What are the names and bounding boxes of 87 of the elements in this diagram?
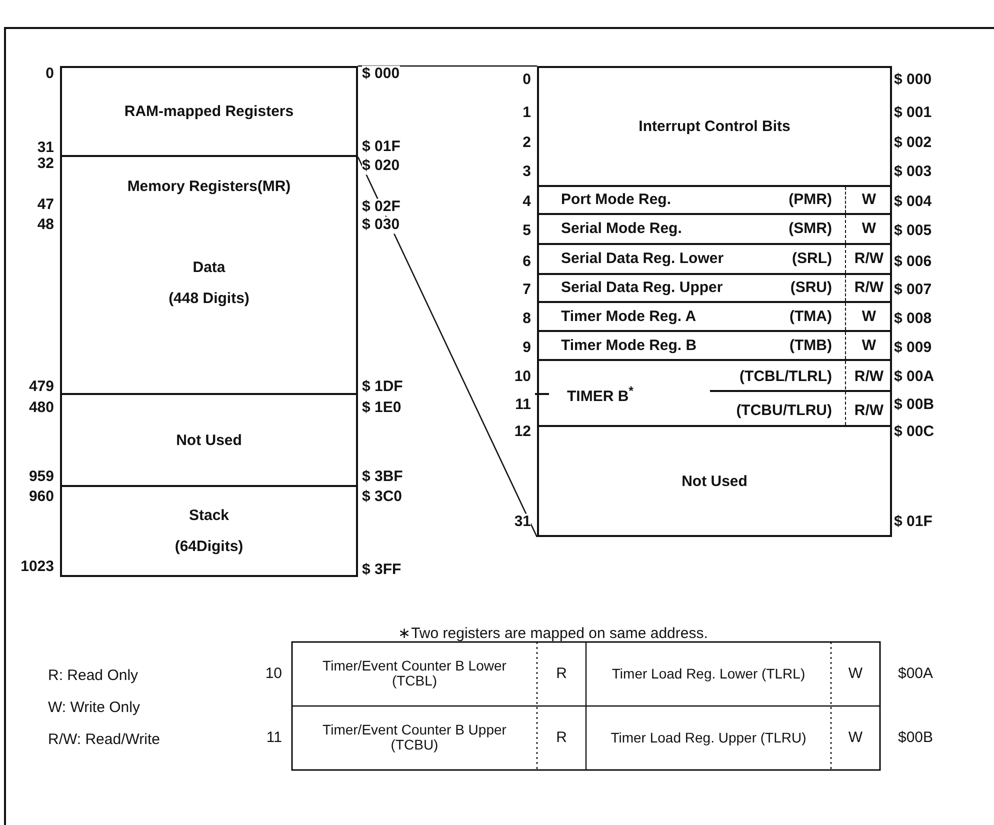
block-label: Interrupt Control Bits xyxy=(638,118,790,135)
address-label: $ 00B xyxy=(894,396,934,414)
address-label: $ 009 xyxy=(894,340,932,356)
register-row xyxy=(537,330,892,361)
register-name: TIMER B$^{*}$ xyxy=(567,384,634,406)
address-label: $ 007 xyxy=(894,282,932,298)
address-label: $00B xyxy=(898,730,934,746)
register-name: Serial Data Reg. Upper xyxy=(561,280,723,296)
address-label: $ 002 xyxy=(894,134,932,152)
register-abbreviation: (TMA) xyxy=(790,308,832,325)
register-name: Timer Mode Reg. B xyxy=(561,337,697,354)
row-number: 10 xyxy=(265,666,282,682)
register-name: Port Mode Reg. xyxy=(561,192,672,208)
address-label: $ 001 xyxy=(894,104,932,122)
table-cell-text: Timer Load Reg. Lower (TLRL) xyxy=(610,666,806,682)
access-mode: R/W xyxy=(853,368,885,386)
address-label: $ 01F xyxy=(894,514,932,530)
table-cell: R xyxy=(556,730,567,746)
address-label: $ 003 xyxy=(894,164,932,180)
memory-block xyxy=(60,155,358,216)
access-mode: R/W xyxy=(853,402,885,420)
address-label: $ 02F xyxy=(362,198,400,216)
memory-block xyxy=(60,485,358,577)
register-abbreviation: (TMB) xyxy=(790,337,832,354)
address-label: $ 000 xyxy=(894,72,932,88)
register-row xyxy=(537,213,892,245)
address-label: $ 3C0 xyxy=(362,488,402,506)
register-name: Serial Data Reg. Lower xyxy=(561,250,724,268)
address-label: $ 3FF xyxy=(362,562,402,578)
block-label: Not Used xyxy=(682,472,748,490)
footnote: ∗Two registers are mapped on same address. xyxy=(398,626,708,642)
memory-block xyxy=(60,66,358,157)
register-abbreviation: (TCBL/TLRL) xyxy=(740,368,832,386)
memory-block xyxy=(60,214,358,395)
register-row xyxy=(537,359,892,427)
block-label: Data xyxy=(192,259,226,276)
address-label: $ 000 xyxy=(362,66,400,82)
block-label: (64Digits) xyxy=(174,538,244,555)
expansion-line xyxy=(357,156,538,538)
address-label: $ 3BF xyxy=(362,468,403,486)
memory-block xyxy=(537,425,892,537)
address-label: $ 00C xyxy=(894,424,934,440)
table-cell: W xyxy=(848,730,863,746)
register-row xyxy=(537,185,892,215)
register-abbreviation: (SRU) xyxy=(790,280,832,296)
address-label: $ 00A xyxy=(894,368,934,386)
address-label: $ 004 xyxy=(894,194,932,210)
address-label: $ 005 xyxy=(894,222,932,240)
table-cell-text: Timer Load Reg. Upper (TLRU) xyxy=(610,730,808,746)
register-abbreviation: (TCBU/TLRU) xyxy=(736,402,832,420)
row-number: 11 xyxy=(266,730,282,746)
address-label: $ 1DF xyxy=(362,378,403,396)
table-cell-text: Timer/Event Counter B Upper (TCBU) xyxy=(322,722,508,754)
register-row xyxy=(537,273,892,303)
register-abbreviation: (PMR) xyxy=(788,192,832,208)
address-label: $ 01F xyxy=(362,138,400,156)
address-label: $ 020 xyxy=(362,158,400,174)
access-mode: W xyxy=(860,308,878,325)
address-label: $ 006 xyxy=(894,254,932,270)
legend-text: W: Write Only xyxy=(48,700,140,716)
memory-block xyxy=(60,393,358,487)
address-label: $ 030 xyxy=(362,216,400,234)
register-row xyxy=(537,301,892,332)
table-cell-text: Timer/Event Counter B Lower (TCBL) xyxy=(322,658,508,690)
access-mode: R/W xyxy=(853,250,885,268)
register-row xyxy=(537,243,892,275)
address-label: $ 008 xyxy=(894,310,932,328)
memory-block xyxy=(537,66,892,187)
register-abbreviation: (SMR) xyxy=(788,220,832,238)
block-label: RAM-mapped Registers xyxy=(124,103,294,120)
legend-text: R: Read Only xyxy=(48,668,138,684)
access-mode: W xyxy=(860,192,878,208)
address-label: $ 1E0 xyxy=(362,400,402,416)
access-mode: W xyxy=(860,220,878,238)
table-cell: W xyxy=(848,666,863,682)
block-label: Memory Registers(MR) xyxy=(127,178,291,194)
block-label: Stack xyxy=(188,507,230,524)
address-label: $00A xyxy=(898,666,934,682)
block-label: Not Used xyxy=(176,432,242,448)
access-mode: R/W xyxy=(853,280,885,296)
legend-text: R/W: Read/Write xyxy=(48,732,160,748)
table-cell: R xyxy=(556,666,567,682)
register-abbreviation: (SRL) xyxy=(792,250,832,268)
access-mode: W xyxy=(860,337,878,354)
register-name: Timer Mode Reg. A xyxy=(561,308,696,325)
block-label: (448 Digits) xyxy=(168,290,250,307)
register-name: Serial Mode Reg. xyxy=(561,220,682,238)
